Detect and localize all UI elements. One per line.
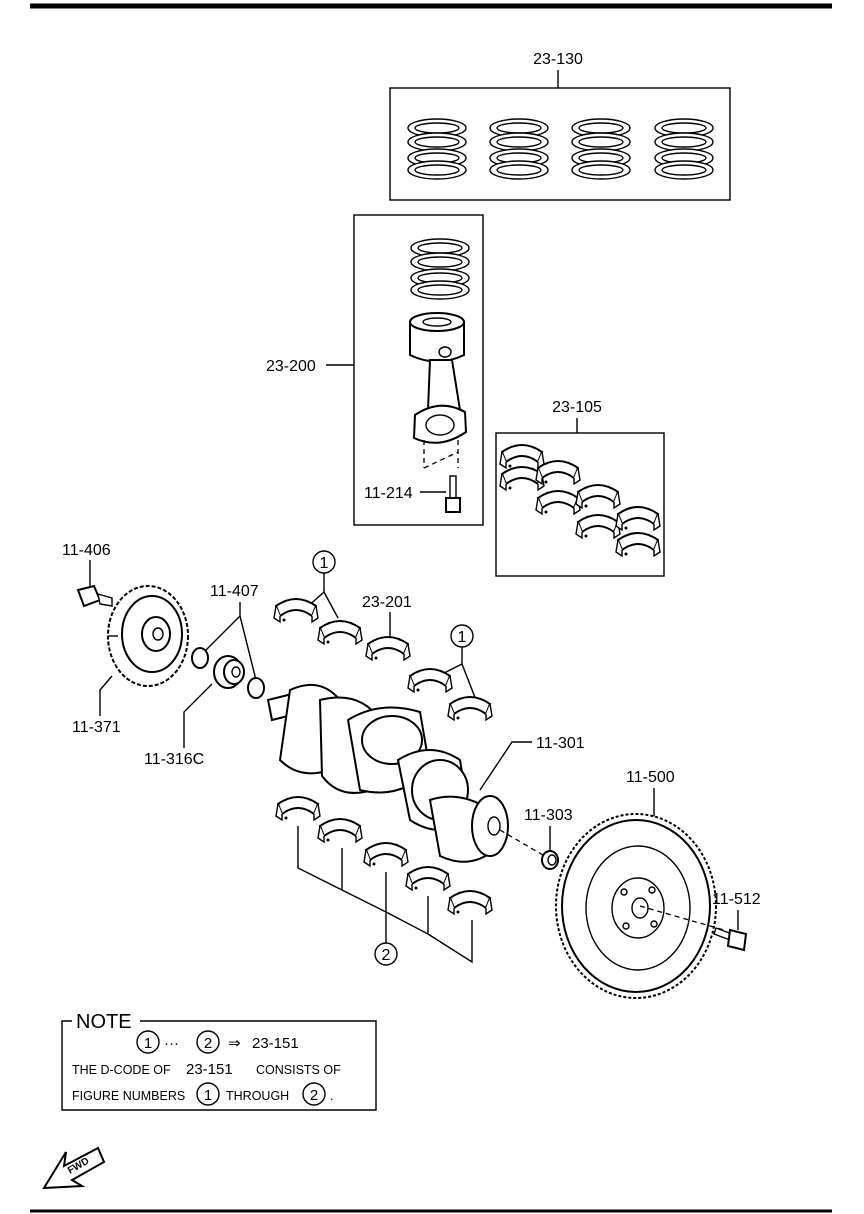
flywheel-bolt-group: 11-512 (712, 891, 761, 952)
piston-ring-stack-3 (571, 118, 631, 180)
rod-bolt (445, 475, 461, 513)
main-bearing-upper-5 (447, 696, 493, 721)
fwd-arrow-icon: FWD (42, 1146, 106, 1190)
label-23-105[interactable]: 23-105 (552, 399, 602, 416)
main-bearing-upper-1 (273, 598, 319, 623)
label-11-407[interactable]: 11-407 (210, 583, 259, 600)
piston-ring-stack-2 (489, 118, 549, 180)
upper-main-bearings: 1 23-201 1 (273, 550, 493, 721)
flywheel: 11-500 (555, 769, 725, 999)
crankshaft-pulley: 11-371 (72, 585, 189, 736)
svg-text:1: 1 (320, 555, 329, 572)
note-line3-period: . (330, 1089, 333, 1103)
crankshaft: 11-301 (266, 683, 585, 863)
bearing-set-box (495, 432, 665, 577)
bearing-half-5 (575, 484, 621, 509)
piston-ring-stack-1 (407, 118, 467, 180)
main-bearing-upper-4 (407, 668, 453, 693)
oil-seal-group: 11-407 (191, 583, 265, 699)
bearing-half-6 (575, 514, 621, 539)
svg-text:1: 1 (458, 629, 467, 646)
main-bearing-upper-2 (317, 620, 363, 645)
label-23-201[interactable]: 23-201 (362, 594, 412, 611)
svg-text:2: 2 (382, 947, 391, 964)
note-ellipsis: ··· (164, 1035, 179, 1052)
pulley-bolt (76, 584, 113, 608)
main-bearing-lower-3 (363, 842, 409, 867)
bearing-half-4 (535, 490, 581, 515)
lower-main-bearings: 2 (275, 796, 493, 966)
front-seal-ring (191, 647, 209, 669)
label-11-214[interactable]: 11-214 (364, 485, 413, 502)
label-11-301[interactable]: 11-301 (536, 735, 585, 752)
label-11-406[interactable]: 11-406 (62, 542, 111, 559)
bearing-half-1 (499, 444, 545, 469)
note-box: NOTE 1 ··· 2 ⇒ 23-151 THE D-CODE OF 23-1… (61, 1011, 377, 1111)
svg-text:2: 2 (204, 1035, 212, 1052)
piston-ring-stack (410, 238, 470, 300)
connecting-rod (412, 359, 468, 444)
label-11-371[interactable]: 11-371 (72, 719, 121, 736)
label-23-200[interactable]: 23-200 (266, 358, 316, 375)
rear-seal-ring (247, 677, 265, 699)
label-23-130[interactable]: 23-130 (533, 51, 583, 68)
svg-text:1: 1 (204, 1087, 212, 1104)
piston-ring-set-group: 23-130 (389, 51, 731, 201)
bearing-half-7 (615, 506, 661, 531)
main-bearing-lower-5 (447, 890, 493, 915)
crank-sprocket: 11-316C (144, 655, 245, 768)
piston-rod-box (353, 214, 484, 526)
callout-2-lower (374, 942, 398, 966)
pilot-bearing (541, 850, 559, 870)
note-line3-prefix: FIGURE NUMBERS (72, 1089, 185, 1103)
note-line2-code: 23-151 (186, 1061, 233, 1078)
note-circle-1 (136, 1030, 160, 1054)
note-line3-circle-2 (302, 1082, 326, 1106)
pilot-bearing-group: 11-303 (499, 807, 573, 870)
pulley-bolt-group: 11-406 (62, 542, 113, 608)
label-11-512[interactable]: 11-512 (712, 891, 761, 908)
note-circle-2 (196, 1030, 220, 1054)
bearing-half-3 (535, 460, 581, 485)
flywheel-bolt (713, 927, 748, 952)
note-target-code: 23-151 (252, 1035, 299, 1052)
main-bearing-lower-1 (275, 796, 321, 821)
note-line2-suffix: CONSISTS OF (256, 1063, 341, 1077)
bearing-set-group: 23-105 (495, 399, 665, 577)
svg-text:1: 1 (144, 1035, 152, 1052)
note-title: NOTE (76, 1011, 132, 1033)
label-11-500[interactable]: 11-500 (626, 769, 675, 786)
main-bearing-lower-2 (317, 818, 363, 843)
piston (409, 312, 465, 363)
label-11-303[interactable]: 11-303 (524, 807, 573, 824)
note-line2-prefix: THE D-CODE OF (72, 1063, 171, 1077)
main-bearing-upper-3 (365, 636, 411, 661)
label-11-316c[interactable]: 11-316C (144, 751, 204, 768)
piston-ring-set-box (389, 87, 731, 201)
piston-ring-stack-4 (654, 118, 714, 180)
main-bearing-lower-4 (405, 866, 451, 891)
note-line3-circle-1 (196, 1082, 220, 1106)
note-line3-mid: THROUGH (226, 1089, 289, 1103)
svg-text:2: 2 (310, 1087, 318, 1104)
note-arrow: ⇒ (228, 1035, 241, 1052)
bearing-half-8 (615, 532, 661, 557)
piston-rod-assembly-group: 23-200 11-214 (266, 214, 484, 526)
